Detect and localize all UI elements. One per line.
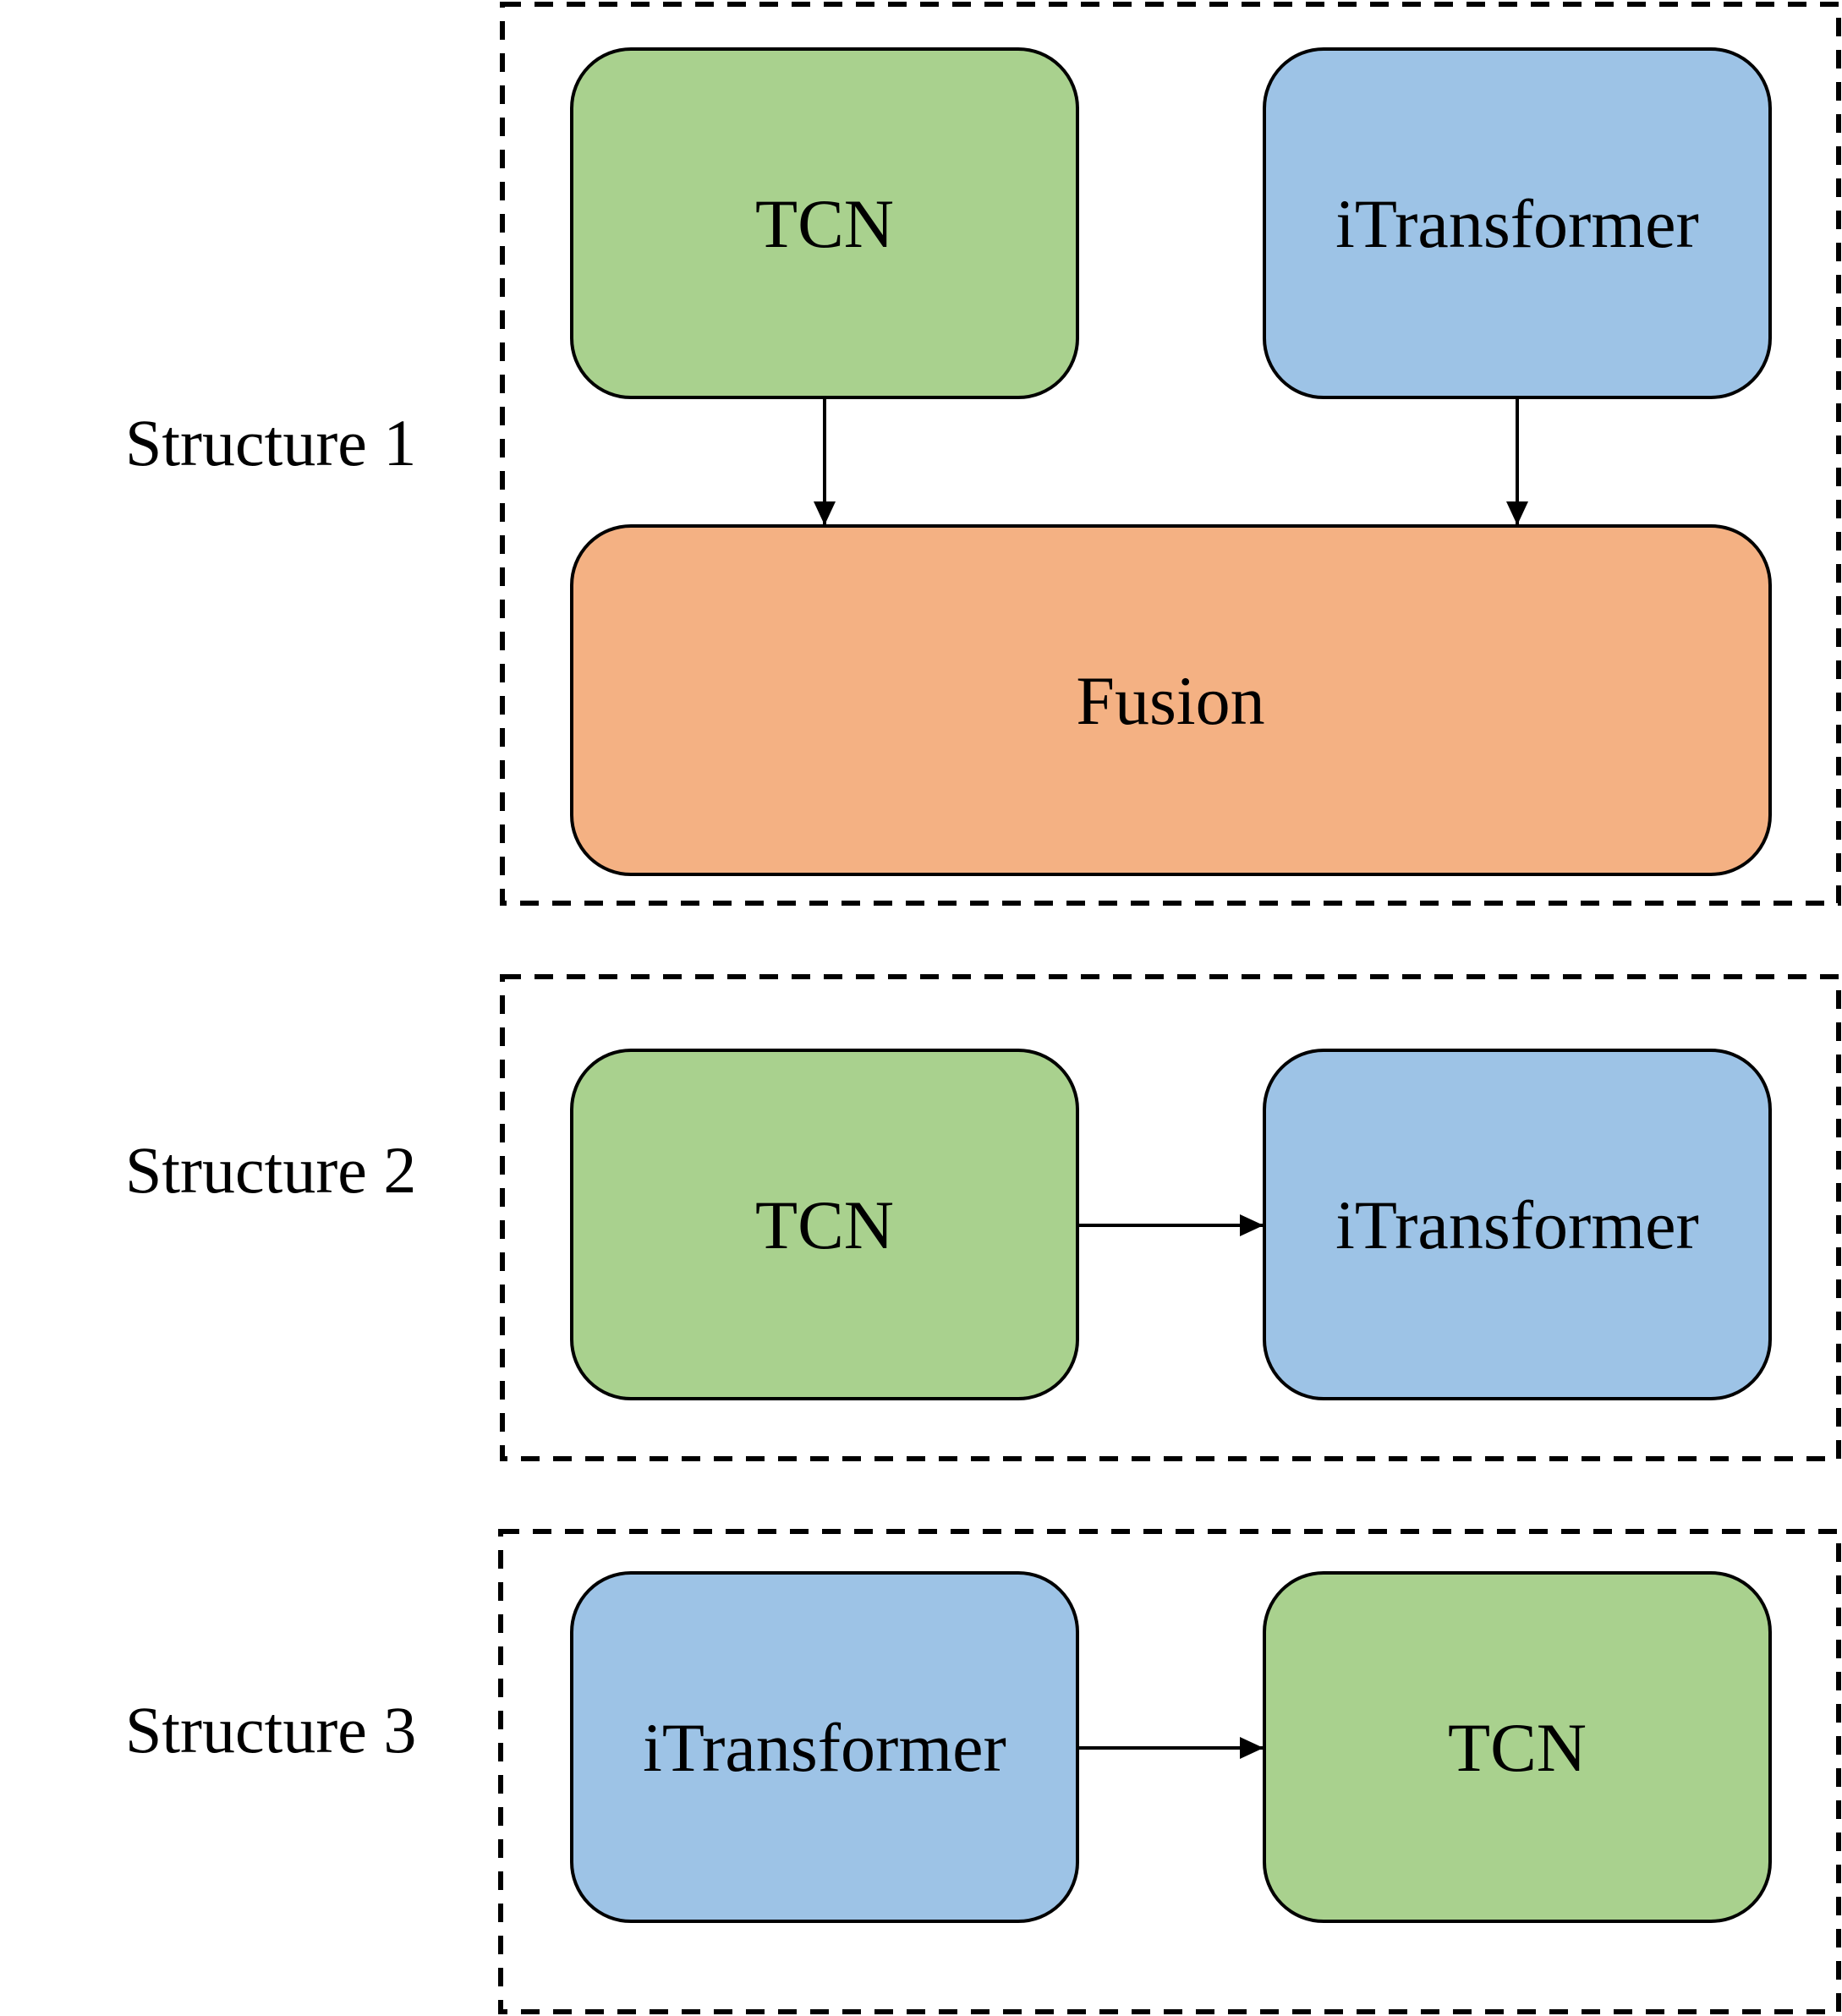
node-s2-tcn: TCN — [570, 1049, 1079, 1400]
structure-1-group: Structure 1 TCN iTransformer Fusion — [125, 2, 1841, 906]
s1-fusion-label: Fusion — [1076, 662, 1264, 739]
s2-itransformer-label: iTransformer — [1335, 1186, 1699, 1263]
node-s2-itransformer: iTransformer — [1263, 1049, 1772, 1400]
structure-2-frame — [500, 974, 1841, 1461]
structure-1-frame — [500, 2, 1841, 906]
structure-2-group: Structure 2 TCN iTransformer — [125, 974, 1841, 1461]
node-s3-tcn: TCN — [1263, 1571, 1772, 1923]
s3-itransformer-label: iTransformer — [643, 1709, 1006, 1786]
s3-tcn-label: TCN — [1448, 1709, 1587, 1786]
structure-3-label: Structure 3 — [125, 1693, 416, 1767]
node-s1-itransformer: iTransformer — [1263, 47, 1772, 399]
node-s1-tcn: TCN — [570, 47, 1079, 399]
structure-3-frame — [498, 1529, 1841, 2014]
structure-1-label: Structure 1 — [125, 406, 416, 479]
s1-tcn-label: TCN — [755, 185, 894, 262]
s2-itransformer-box — [1263, 1049, 1772, 1400]
s1-fusion-box — [570, 524, 1772, 876]
s3-tcn-box — [1263, 1571, 1772, 1923]
s2-tcn-label: TCN — [755, 1186, 894, 1263]
structure-2-label: Structure 2 — [125, 1133, 416, 1207]
node-s1-fusion: Fusion — [570, 524, 1772, 876]
node-s3-itransformer: iTransformer — [570, 1571, 1079, 1923]
s1-itransformer-label: iTransformer — [1335, 185, 1699, 262]
structure-3-group: Structure 3 iTransformer TCN — [125, 1529, 1841, 2014]
